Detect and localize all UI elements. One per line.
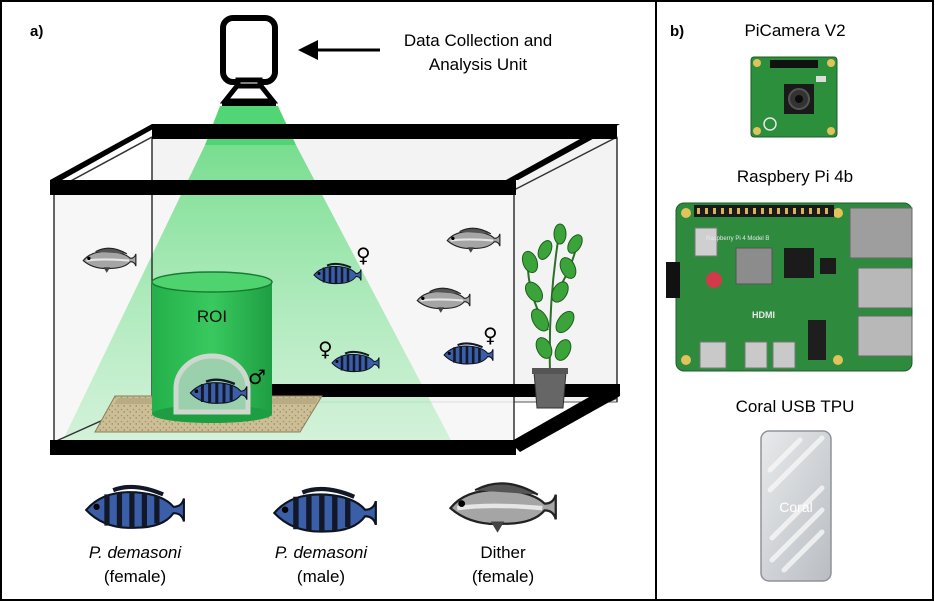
camera-unit-icon xyxy=(219,15,279,106)
female-symbol-3: ♀ xyxy=(483,323,498,347)
raspberry-pi-icon: Raspberry Pi 4 Model B HDMI xyxy=(666,202,913,372)
legend-2-name: P. demasoni xyxy=(275,543,369,562)
legend-3-name: Dither xyxy=(480,543,526,562)
board-text: Raspberry Pi 4 Model B xyxy=(706,236,769,242)
roi-label: ROI xyxy=(197,307,227,326)
picamera-icon xyxy=(750,56,838,138)
unit-label-line2: Analysis Unit xyxy=(429,55,528,74)
plant-icon xyxy=(521,223,583,409)
legend-fish-dither xyxy=(450,483,555,532)
unit-label-line1: Data Collection and xyxy=(404,31,552,50)
panel-b-tag: b) xyxy=(670,23,684,40)
pointer-arrow xyxy=(298,40,380,60)
legend-3-sex: (female) xyxy=(472,567,534,586)
legend-fish-female xyxy=(86,487,184,528)
legend-1-name: P. demasoni xyxy=(89,543,183,562)
legend-1-sex: (female) xyxy=(104,567,166,586)
tank-frame-bottom xyxy=(50,440,516,455)
male-symbol: ♂ xyxy=(248,365,266,389)
coral-logo-text: Coral xyxy=(779,499,812,515)
coral-label: Coral USB TPU xyxy=(736,397,855,416)
hdmi-text: HDMI xyxy=(752,310,775,320)
coral-usb-icon: Coral xyxy=(760,430,832,582)
tank-frame-top xyxy=(50,124,620,195)
picamera-label: PiCamera V2 xyxy=(744,21,845,40)
panel-a-tag: a) xyxy=(30,23,43,40)
female-symbol-1: ♀ xyxy=(356,243,371,267)
female-symbol-2: ♀ xyxy=(318,337,333,361)
legend-fish-male xyxy=(274,489,376,532)
legend-2-sex: (male) xyxy=(297,567,345,586)
panel-b-border xyxy=(655,0,934,601)
raspberry-pi-label: Raspbery Pi 4b xyxy=(737,167,853,186)
